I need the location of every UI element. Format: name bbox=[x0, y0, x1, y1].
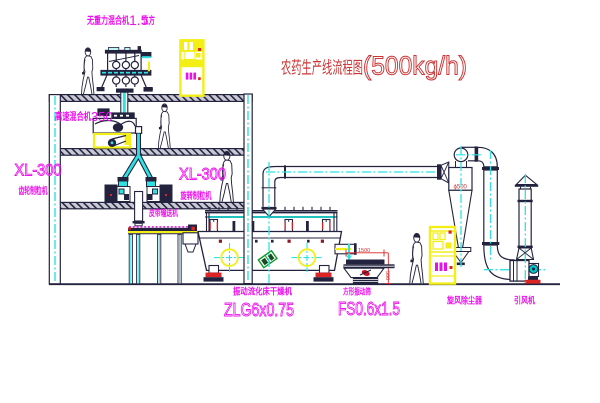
svg-text:XL-300: XL-300 bbox=[179, 165, 226, 184]
svg-text:FS0.6x1.5: FS0.6x1.5 bbox=[338, 299, 400, 319]
svg-text:无重力混合机: 无重力混合机 bbox=[86, 14, 129, 27]
svg-text:1500: 1500 bbox=[358, 248, 370, 254]
svg-text:农药生产线流程图: 农药生产线流程图 bbox=[281, 59, 363, 78]
svg-text:ZLG6x0.75: ZLG6x0.75 bbox=[224, 300, 294, 320]
svg-text:方形振动筛: 方形振动筛 bbox=[343, 287, 371, 297]
svg-text:旋转制粒机: 旋转制粒机 bbox=[180, 190, 212, 202]
svg-text:XL-300: XL-300 bbox=[15, 161, 62, 180]
svg-text:齿轮制粒机: 齿轮制粒机 bbox=[19, 185, 48, 197]
svg-text:(500kg/h): (500kg/h) bbox=[363, 51, 467, 81]
svg-text:ϕ500: ϕ500 bbox=[454, 185, 468, 191]
svg-text:高速混合机: 高速混合机 bbox=[55, 110, 91, 123]
svg-text:旋风除尘器: 旋风除尘器 bbox=[446, 295, 483, 306]
svg-text:1.5: 1.5 bbox=[129, 12, 149, 28]
svg-text:立方: 立方 bbox=[142, 14, 155, 27]
svg-text:振动流化床干燥机: 振动流化床干燥机 bbox=[233, 286, 292, 297]
svg-text:引风机: 引风机 bbox=[514, 295, 535, 306]
svg-text:350: 350 bbox=[91, 109, 113, 124]
svg-text:皮带输送机: 皮带输送机 bbox=[148, 208, 178, 218]
svg-text:500: 500 bbox=[384, 271, 390, 280]
